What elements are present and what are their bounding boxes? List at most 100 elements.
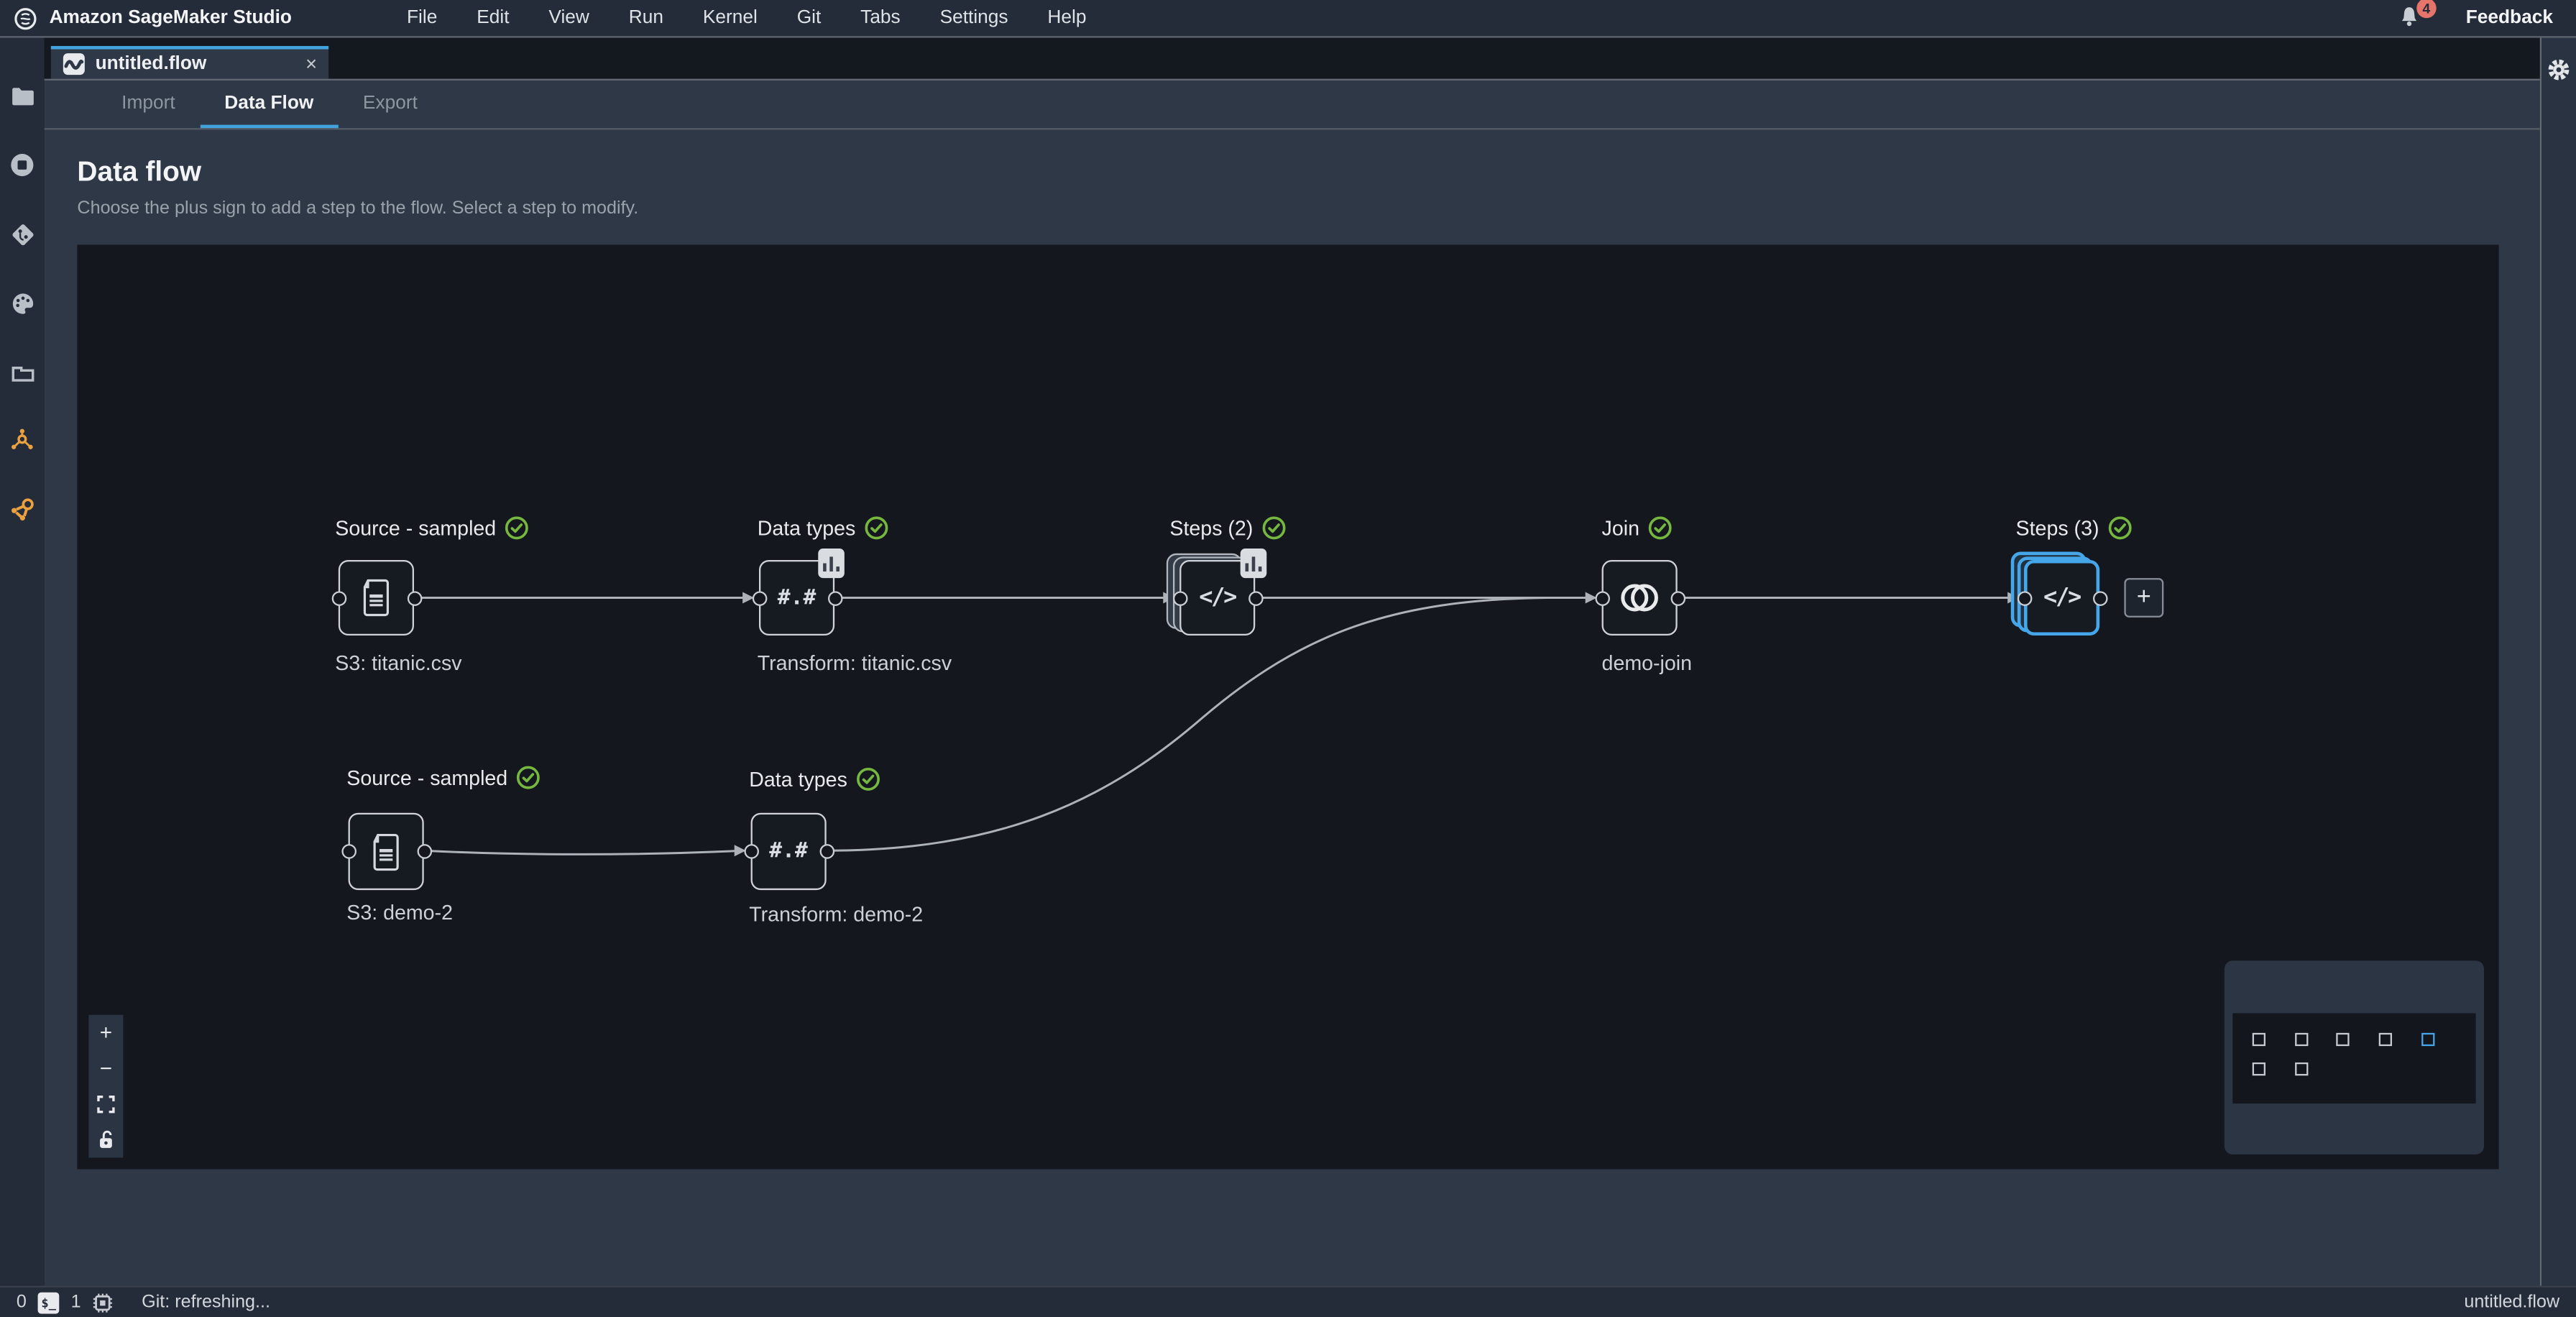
tab-data-flow[interactable]: Data Flow [199,81,339,129]
kernel-chip-icon[interactable] [93,1292,114,1313]
input-port[interactable] [1172,590,1187,605]
check-circle-icon [1261,516,1285,540]
document-icon [373,832,399,870]
git-icon[interactable] [8,220,36,248]
canvas-zoom-toolbar: + − [88,1014,124,1158]
check-circle-icon [505,516,528,540]
right-side-bar [2539,37,2576,1286]
node-title-steps-3: Steps (3) [2016,515,2133,540]
histogram-badge-icon[interactable] [1240,548,1267,579]
menu-settings[interactable]: Settings [939,8,1008,28]
components-registry-icon[interactable] [8,496,36,524]
terminal-icon[interactable]: $_ [37,1291,60,1313]
node-subtitle-datatypes-titanic: Transform: titanic.csv [757,651,952,675]
menu-bar: Amazon SageMaker Studio File Edit View R… [0,0,2576,38]
node-title-join: Join [1602,515,1673,540]
page-subtitle: Choose the plus sign to add a step to th… [77,198,639,219]
bell-icon [2401,7,2416,27]
menu-items: File Edit View Run Kernel Git Tabs Setti… [387,0,1106,36]
file-browser-icon[interactable] [8,82,36,110]
node-title-datatypes-demo2: Data types [749,767,880,791]
fit-view-button[interactable] [88,1086,123,1122]
flow-node-source-demo2[interactable] [348,812,424,891]
commands-palette-icon[interactable] [8,289,36,317]
minimap-node [2295,1032,2309,1047]
sagemaker-logo-icon [14,7,37,29]
feedback-button[interactable]: Feedback [2465,8,2553,28]
check-circle-icon [864,516,888,540]
flow-node-source-titanic[interactable] [338,559,414,636]
output-port[interactable] [1247,590,1263,605]
menu-view[interactable]: View [548,8,589,28]
kernels-count[interactable]: 1 [70,1292,81,1313]
tab-untitled-flow[interactable]: untitled.flow × [50,45,329,79]
output-port[interactable] [827,590,842,605]
open-tabs-icon[interactable] [8,358,36,386]
code-icon: </> [2043,584,2082,611]
menu-kernel[interactable]: Kernel [702,8,758,28]
zoom-out-button[interactable]: − [88,1050,123,1086]
unlock-icon [100,1131,112,1149]
data-wrangler-icon [63,53,85,75]
flow-canvas[interactable]: Source - sampled S3: titanic.csv Data [77,244,2499,1170]
minimap[interactable] [2224,960,2484,1155]
menu-git[interactable]: Git [796,8,822,28]
fit-view-icon [97,1095,115,1114]
terminals-count[interactable]: 0 [16,1292,27,1313]
flow-node-datatypes-demo2[interactable]: #.# [750,812,827,891]
minimap-node-selected [2421,1032,2435,1047]
join-venn-icon [1621,584,1658,612]
tab-export[interactable]: Export [362,93,418,114]
tab-title: untitled.flow [95,54,207,74]
document-icon [363,579,390,617]
node-title-datatypes-titanic: Data types [758,515,888,540]
check-circle-icon [2108,516,2132,540]
status-bar: 0 $_ 1 Git: refreshing... untitled.flow [0,1285,2576,1317]
input-port[interactable] [751,590,767,605]
flow-node-steps-3[interactable]: </> [2023,559,2100,636]
menu-file[interactable]: File [406,8,438,28]
git-status[interactable]: Git: refreshing... [142,1292,271,1313]
add-step-button[interactable]: + [2124,578,2164,618]
output-port[interactable] [1670,590,1685,605]
tab-import[interactable]: Import [121,93,175,114]
menu-help[interactable]: Help [1047,8,1087,28]
flow-node-join[interactable] [1601,559,1678,636]
input-port[interactable] [341,843,356,858]
minimap-node [2295,1062,2309,1076]
flow-node-steps-2[interactable]: </> [1179,559,1256,636]
plus-icon: + [99,1020,113,1045]
work-area: untitled.flow × Import Data Flow Export … [44,37,2540,1286]
output-port[interactable] [416,843,431,858]
output-port[interactable] [819,843,834,858]
minus-icon: − [99,1056,113,1081]
running-kernels-icon[interactable] [8,151,36,179]
output-port[interactable] [2092,590,2107,605]
activity-bar [0,37,45,1286]
input-port[interactable] [743,843,758,858]
node-title-source-titanic: Source - sampled [335,515,529,540]
app-title: Amazon SageMaker Studio [49,8,292,28]
output-port[interactable] [406,590,422,605]
node-subtitle-join: demo-join [1601,651,1693,675]
menu-run[interactable]: Run [628,8,663,28]
notifications-button[interactable]: 4 [2397,0,2437,32]
tab-strip: untitled.flow × [44,37,2540,79]
lock-button[interactable] [88,1122,123,1158]
gear-icon[interactable] [2547,58,2571,82]
menu-tabs[interactable]: Tabs [860,8,901,28]
number-type-icon: #.# [777,585,816,610]
histogram-badge-icon[interactable] [818,548,845,579]
menu-edit[interactable]: Edit [477,8,510,28]
input-port[interactable] [1594,590,1609,605]
tab-close-icon[interactable]: × [305,52,318,76]
cluster-icon[interactable] [8,427,36,455]
input-port[interactable] [331,590,346,605]
node-subtitle-source-titanic: S3: titanic.csv [335,651,462,675]
minimap-viewport [2232,1013,2476,1104]
input-port[interactable] [2016,590,2032,605]
notification-count-badge: 4 [2416,0,2437,19]
zoom-in-button[interactable]: + [88,1015,123,1051]
minimap-node [2378,1032,2392,1047]
